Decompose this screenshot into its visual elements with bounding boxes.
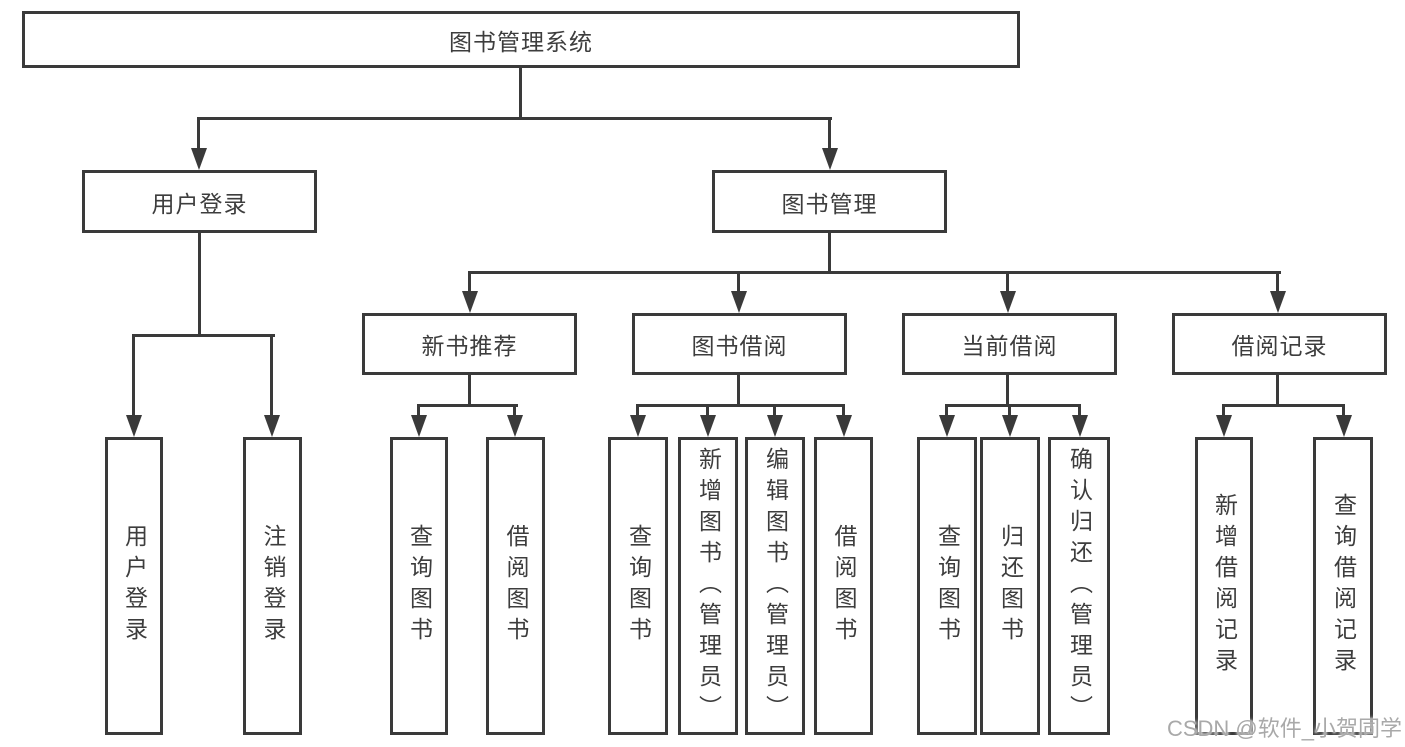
connector-stem-group3 bbox=[1276, 271, 1279, 293]
arrowhead-book-management bbox=[822, 148, 838, 170]
node-new-book-recommend: 新书推荐 bbox=[362, 313, 577, 375]
node-root-label: 图书管理系统 bbox=[449, 28, 593, 55]
leaf-borrow-book-g0: 借阅图书 bbox=[486, 437, 545, 735]
leaf-edit-book-admin: 编辑图书（管理员） bbox=[745, 437, 805, 735]
connector-stem-g1c2 bbox=[773, 404, 776, 417]
connector-stem-g0c1 bbox=[513, 404, 516, 417]
connector-group3-rail bbox=[1222, 404, 1345, 407]
connector-stem-g2c1 bbox=[1008, 404, 1011, 417]
leaf-query-book-g2-label: 查询图书 bbox=[934, 524, 961, 648]
node-current-borrow: 当前借阅 bbox=[902, 313, 1117, 375]
leaf-confirm-return-admin-label: 确认归还（管理员） bbox=[1066, 446, 1093, 726]
connector-stem-g1c0 bbox=[636, 404, 639, 417]
leaf-user-login-label: 用户登录 bbox=[121, 524, 148, 648]
leaf-borrow-book-g0-label: 借阅图书 bbox=[503, 524, 529, 648]
leaf-confirm-return-admin: 确认归还（管理员） bbox=[1048, 437, 1110, 735]
arrowhead-g2c0 bbox=[939, 415, 955, 437]
connector-group1-drop bbox=[737, 375, 740, 407]
connector-stem-group1 bbox=[737, 271, 740, 293]
connector-user-login-rail bbox=[132, 334, 275, 337]
leaf-add-borrow-record: 新增借阅记录 bbox=[1195, 437, 1253, 735]
node-root: 图书管理系统 bbox=[22, 11, 1020, 68]
leaf-add-book-admin-label: 新增图书（管理员） bbox=[695, 446, 722, 726]
leaf-return-book: 归还图书 bbox=[980, 437, 1040, 735]
connector-stem-group2 bbox=[1006, 271, 1009, 293]
node-borrow-record: 借阅记录 bbox=[1172, 313, 1387, 375]
leaf-query-book-g1-label: 查询图书 bbox=[625, 524, 652, 648]
leaf-query-borrow-record: 查询借阅记录 bbox=[1313, 437, 1373, 735]
leaf-logout: 注销登录 bbox=[243, 437, 302, 735]
arrowhead-g0c1 bbox=[507, 415, 523, 437]
connector-stem-leaf-logout bbox=[270, 334, 273, 418]
connector-book-management-drop bbox=[828, 233, 831, 274]
leaf-edit-book-admin-label: 编辑图书（管理员） bbox=[762, 446, 789, 726]
leaf-add-borrow-record-label: 新增借阅记录 bbox=[1211, 493, 1238, 679]
connector-group3-drop bbox=[1276, 375, 1279, 407]
connector-stem-book-management bbox=[828, 117, 831, 150]
connector-stem-group0 bbox=[468, 271, 471, 293]
arrowhead-g3c0 bbox=[1216, 415, 1232, 437]
connector-stem-g2c2 bbox=[1078, 404, 1081, 417]
arrowhead-group2 bbox=[1000, 291, 1016, 313]
connector-level3-rail bbox=[468, 271, 1281, 274]
leaf-logout-label: 注销登录 bbox=[260, 524, 286, 648]
arrowhead-g3c1 bbox=[1336, 415, 1352, 437]
leaf-add-book-admin: 新增图书（管理员） bbox=[678, 437, 738, 735]
arrowhead-g2c1 bbox=[1002, 415, 1018, 437]
node-user-login: 用户登录 bbox=[82, 170, 317, 233]
arrowhead-group1 bbox=[731, 291, 747, 313]
leaf-borrow-book-g1: 借阅图书 bbox=[814, 437, 873, 735]
arrowhead-group0 bbox=[462, 291, 478, 313]
leaf-query-book-g0-label: 查询图书 bbox=[406, 524, 433, 648]
leaf-return-book-label: 归还图书 bbox=[997, 524, 1024, 648]
arrowhead-g1c0 bbox=[630, 415, 646, 437]
node-user-login-label: 用户登录 bbox=[151, 190, 248, 217]
node-book-borrow: 图书借阅 bbox=[632, 313, 847, 375]
arrowhead-user-login bbox=[191, 148, 207, 170]
arrowhead-g1c3 bbox=[836, 415, 852, 437]
node-book-management: 图书管理 bbox=[712, 170, 947, 233]
leaf-borrow-book-g1-label: 借阅图书 bbox=[831, 524, 857, 648]
connector-stem-g1c3 bbox=[842, 404, 845, 417]
connector-stem-g3c1 bbox=[1342, 404, 1345, 417]
connector-group0-drop bbox=[468, 375, 471, 407]
connector-stem-g3c0 bbox=[1222, 404, 1225, 417]
connector-group2-drop bbox=[1006, 375, 1009, 407]
arrowhead-g2c2 bbox=[1072, 415, 1088, 437]
leaf-query-book-g2: 查询图书 bbox=[917, 437, 977, 735]
node-new-book-recommend-label: 新书推荐 bbox=[421, 333, 518, 359]
connector-group2-rail bbox=[945, 404, 1081, 407]
connector-stem-g2c0 bbox=[945, 404, 948, 417]
node-book-management-label: 图书管理 bbox=[781, 190, 878, 217]
connector-level2-rail bbox=[197, 117, 832, 120]
arrowhead-leaf-logout bbox=[264, 415, 280, 437]
leaf-query-book-g0: 查询图书 bbox=[390, 437, 448, 735]
connector-group1-rail bbox=[636, 404, 845, 407]
node-borrow-record-label: 借阅记录 bbox=[1231, 333, 1328, 359]
arrowhead-g0c0 bbox=[411, 415, 427, 437]
leaf-query-borrow-record-label: 查询借阅记录 bbox=[1330, 493, 1357, 679]
arrowhead-g1c1 bbox=[700, 415, 716, 437]
connector-user-login-drop bbox=[198, 233, 201, 337]
connector-stem-leaf-login bbox=[132, 334, 135, 418]
connector-stem-g1c1 bbox=[706, 404, 709, 417]
connector-stem-g0c0 bbox=[417, 404, 420, 417]
node-book-borrow-label: 图书借阅 bbox=[691, 333, 788, 359]
connector-group0-rail bbox=[417, 404, 518, 407]
arrowhead-g1c2 bbox=[767, 415, 783, 437]
leaf-user-login: 用户登录 bbox=[105, 437, 163, 735]
arrowhead-leaf-login bbox=[126, 415, 142, 437]
connector-root-drop bbox=[519, 68, 522, 120]
connector-stem-user-login bbox=[197, 117, 200, 150]
node-current-borrow-label: 当前借阅 bbox=[961, 333, 1058, 359]
csdn-watermark: CSDN @软件_小贺同学 bbox=[1166, 716, 1402, 741]
arrowhead-group3 bbox=[1270, 291, 1286, 313]
leaf-query-book-g1: 查询图书 bbox=[608, 437, 668, 735]
